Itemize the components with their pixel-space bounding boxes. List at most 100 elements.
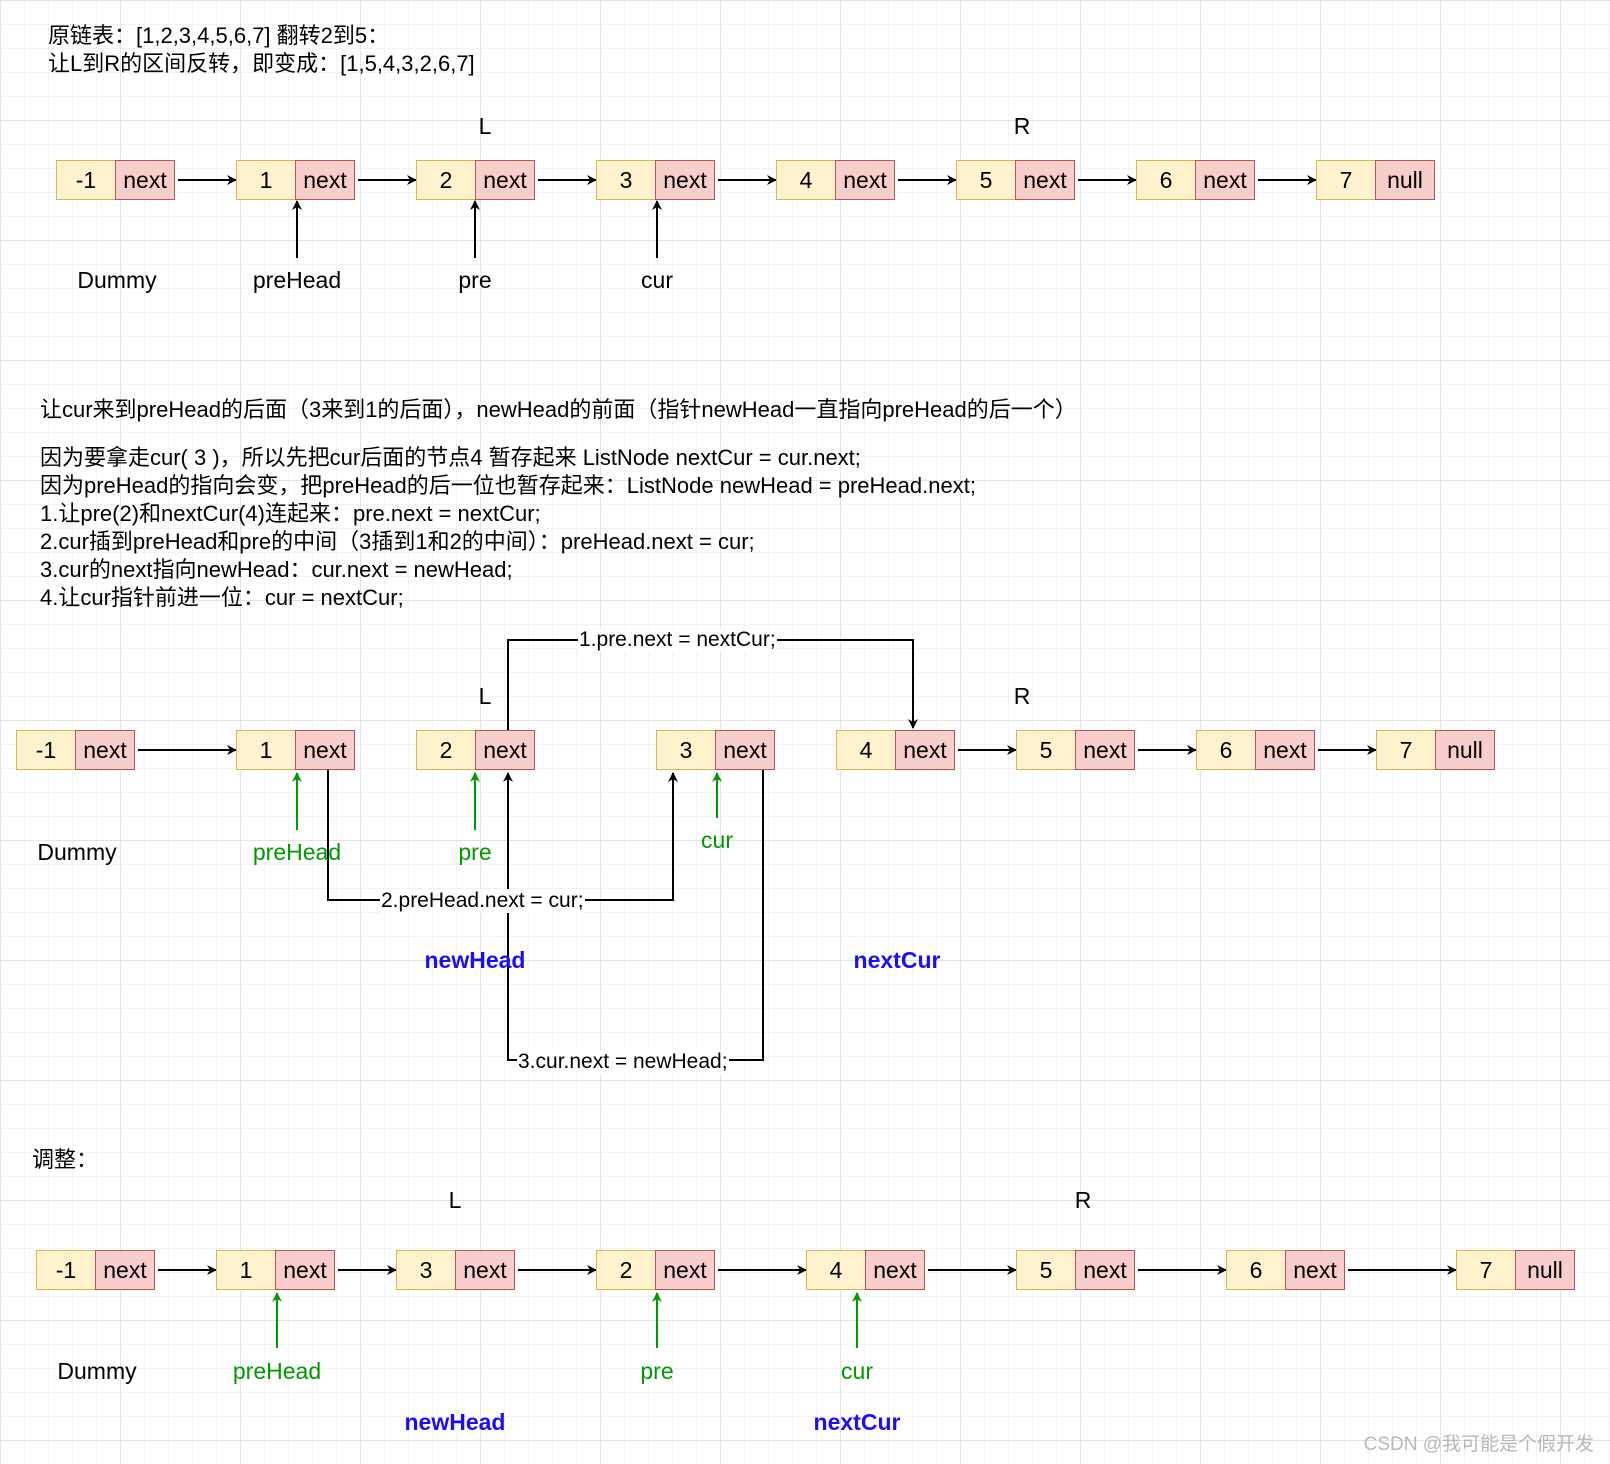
s2-step3-connector [503,770,764,1061]
explanation-step: 4.让cur指针前进一位：cur = nextCur; [40,585,404,610]
s1-r-marker: R [1013,113,1031,139]
node-value: 3 [656,730,716,770]
watermark: CSDN @我可能是个假开发 [1363,1434,1594,1455]
node-next: next [115,160,175,200]
s2-nextcur-label: nextCur [853,947,941,973]
node-next: next [655,1250,715,1290]
node-next: next [835,160,895,200]
node-value: 6 [1136,160,1196,200]
s2-prehead-label: preHead [252,839,342,865]
node-value: 4 [776,160,836,200]
node-next: next [1075,1250,1135,1290]
node-value: 1 [236,730,296,770]
s2-step2-label: 2.preHead.next = cur; [380,889,585,913]
node-next: next [275,1250,335,1290]
node-next: next [1195,160,1255,200]
explanation-step: 因为preHead的指向会变，把preHead的后一位也暂存起来：ListNod… [40,473,976,498]
node-next: next [1075,730,1135,770]
node-next: next [455,1250,515,1290]
s1-pre-label: pre [458,267,492,293]
explanation-step: 3.cur的next指向newHead：cur.next = newHead; [40,557,513,582]
node-value: 5 [956,160,1016,200]
s1-l-marker: L [478,113,492,139]
s2-step2-connector [327,770,678,901]
node-value: 7 [1376,730,1436,770]
s3-newhead-label: newHead [404,1409,506,1435]
s2-l-marker: L [478,683,492,709]
node-next: null [1515,1250,1575,1290]
node-next: next [655,160,715,200]
explanation-step: 因为要拿走cur( 3 )，所以先把cur后面的节点4 暂存起来 ListNod… [40,445,861,470]
explanation-intro: 让cur来到preHead的后面（3来到1的后面），newHead的前面（指针n… [40,397,1077,422]
node-value: -1 [16,730,76,770]
s3-dummy-label: Dummy [57,1358,137,1384]
node-next: next [295,160,355,200]
node-next: next [895,730,955,770]
node-next: next [75,730,135,770]
s2-newhead-label: newHead [424,947,526,973]
s3-nextcur-label: nextCur [813,1409,901,1435]
node-value: 1 [236,160,296,200]
node-value: 7 [1316,160,1376,200]
node-value: 6 [1226,1250,1286,1290]
s1-cur-label: cur [641,267,673,293]
node-next: next [295,730,355,770]
node-value: 2 [416,730,476,770]
node-value: -1 [56,160,116,200]
s3-cur-label: cur [841,1358,873,1384]
node-next: next [1285,1250,1345,1290]
s3-prehead-label: preHead [232,1358,322,1384]
s2-step3-label: 3.cur.next = newHead; [517,1050,729,1074]
s1-prehead-label: preHead [252,267,342,293]
node-next: next [715,730,775,770]
explanation-step: 1.让pre(2)和nextCur(4)连起来：pre.next = nextC… [40,501,541,526]
s3-pre-label: pre [640,1358,674,1384]
node-next: next [1255,730,1315,770]
node-next: next [475,730,535,770]
node-value: 5 [1016,1250,1076,1290]
node-value: 2 [416,160,476,200]
node-next: next [95,1250,155,1290]
s3-l-marker: L [448,1187,462,1213]
s3-title: 调整： [32,1147,99,1172]
node-next: null [1375,160,1435,200]
s2-pre-label: pre [458,839,492,865]
node-value: 4 [836,730,896,770]
node-next: next [475,160,535,200]
node-value: 7 [1456,1250,1516,1290]
node-next: next [1015,160,1075,200]
header-line-2: 让L到R的区间反转，即变成：[1,5,4,3,2,6,7] [48,51,475,76]
node-value: 1 [216,1250,276,1290]
node-next: null [1435,730,1495,770]
header-line-1: 原链表：[1,2,3,4,5,6,7] 翻转2到5： [48,23,390,48]
s2-cur-label: cur [701,827,733,853]
s1-dummy-label: Dummy [77,267,157,293]
node-value: 2 [596,1250,656,1290]
s2-dummy-label: Dummy [37,839,117,865]
node-value: 3 [596,160,656,200]
node-next: next [865,1250,925,1290]
node-value: 6 [1196,730,1256,770]
s3-r-marker: R [1074,1187,1092,1213]
